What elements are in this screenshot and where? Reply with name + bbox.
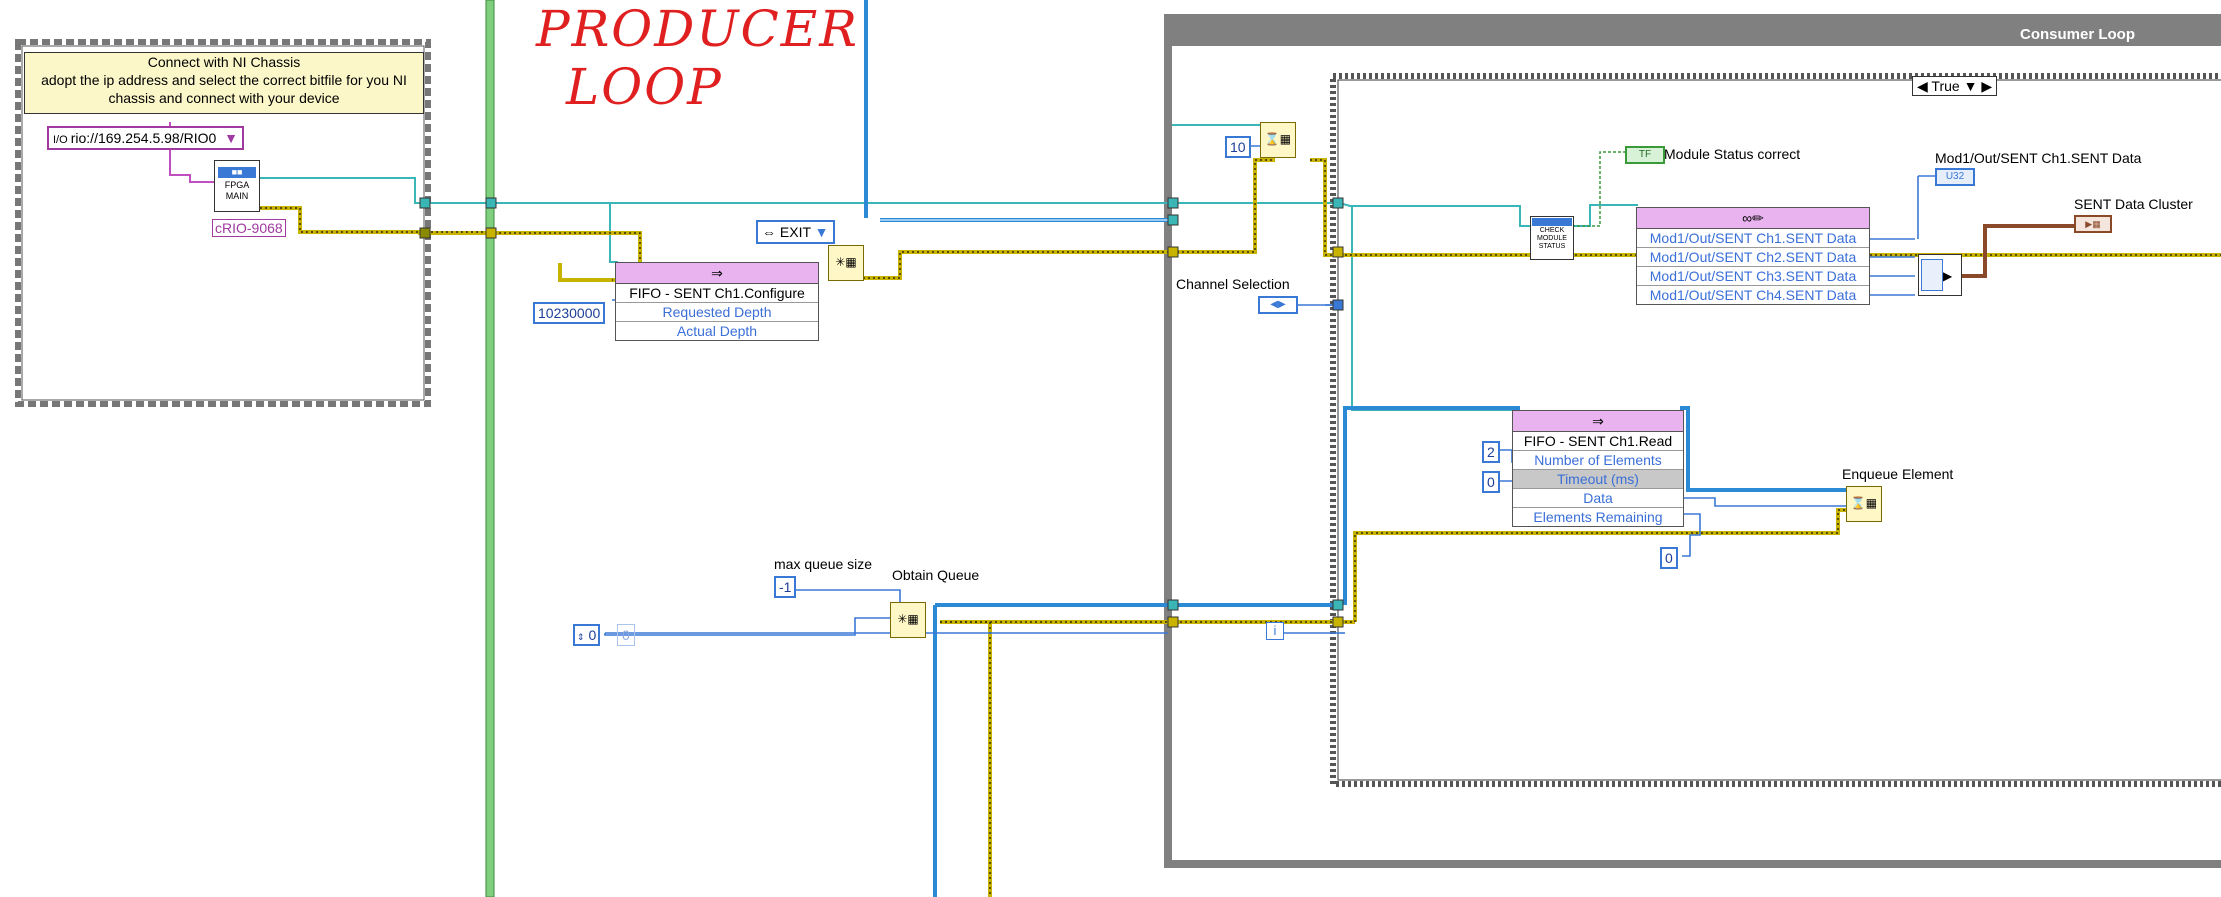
consumer-loop-title: Consumer Loop	[2020, 26, 2135, 43]
chevron-down-icon[interactable]: ▼	[814, 224, 829, 240]
module-status-indicator[interactable]: TF	[1625, 146, 1665, 164]
sent-data-property-node[interactable]: ∞✏ Mod1/Out/SENT Ch1.SENT Data Mod1/Out/…	[1636, 207, 1870, 305]
obtain-queue-label: Obtain Queue	[892, 567, 980, 583]
comment-line: Connect with NI Chassis	[147, 54, 301, 70]
timeout-constant[interactable]: 0	[1482, 471, 1500, 493]
check-module-status-subvi[interactable]: CHECK MODULE STATUS	[1530, 216, 1574, 260]
fifo-read-elements-remaining[interactable]: Elements Remaining	[1533, 509, 1663, 525]
bundle-arrow-icon: ▶	[1943, 269, 1953, 283]
fifo-read-title: FIFO - SENT Ch1.Read	[1513, 432, 1683, 451]
fpga-reference-icon[interactable]: ■■ FPGA MAIN	[214, 160, 260, 212]
fifo-read-header: ⇒	[1513, 411, 1683, 432]
increment-icon: ⇕	[577, 632, 585, 642]
property-node-header: ∞✏	[1637, 208, 1869, 229]
enum-icon: ⇔	[762, 224, 776, 240]
glasses-icon: ∞✏	[1742, 210, 1764, 226]
enqueue-timeout-constant[interactable]: 0	[1660, 547, 1678, 569]
channel-selection-control[interactable]: ◀▶	[1258, 296, 1298, 314]
obtain-queue-node[interactable]: ✳▦	[890, 602, 926, 638]
element-constant-1[interactable]: ⇕ 0	[573, 624, 601, 646]
fifo-configure-header: ⇒	[616, 263, 818, 284]
chevron-down-icon[interactable]: ▼	[224, 130, 239, 146]
io-icon: I/O	[53, 134, 71, 146]
queue-icon: ✳▦	[897, 612, 919, 626]
dequeue-element-node[interactable]: ⌛▦	[1260, 122, 1296, 158]
subvi-banner	[1532, 218, 1572, 226]
fifo-configure-node[interactable]: ⇒ FIFO - SENT Ch1.Configure Requested De…	[615, 262, 819, 341]
exit-enum-constant[interactable]: ⇔ EXIT ▼	[756, 220, 835, 244]
sent-ch4-output[interactable]: Mod1/Out/SENT Ch4.SENT Data	[1649, 287, 1857, 303]
enqueue-element-node[interactable]: ⌛▦	[1846, 486, 1882, 522]
queue-icon: ✳▦	[835, 255, 857, 269]
element-constant-2[interactable]: 0	[617, 624, 635, 646]
consumer-loop-frame	[1164, 14, 2221, 868]
sent-ch2-output[interactable]: Mod1/Out/SENT Ch2.SENT Data	[1637, 248, 1869, 267]
case-structure-frame	[1330, 73, 2221, 787]
sent-data-cluster-indicator[interactable]: ▶▦	[2074, 215, 2112, 233]
arrow-right-icon: ⇒	[1592, 413, 1604, 429]
fifo-read-timeout[interactable]: Timeout (ms)	[1513, 470, 1683, 489]
fpga-target-label: cRIO-9068	[212, 219, 286, 237]
chevron-down-icon[interactable]: ▼	[1963, 78, 1978, 94]
chevron-left-icon[interactable]: ◀	[1917, 78, 1928, 94]
producer-annotation-line2: LOOP	[566, 58, 723, 116]
comment-line: chassis and connect with your device	[108, 90, 340, 106]
channel-selection-label: Channel Selection	[1176, 276, 1290, 292]
bundle-node[interactable]: ▶	[1918, 254, 1962, 296]
ch1-data-indicator-label: Mod1/Out/SENT Ch1.SENT Data	[1935, 150, 2142, 166]
chevron-right-icon[interactable]: ▶	[1981, 78, 1993, 94]
sent-ch1-output[interactable]: Mod1/Out/SENT Ch1.SENT Data	[1637, 229, 1869, 248]
rio-resource-control[interactable]: I/O rio://169.254.5.98/RIO0 ▼	[47, 126, 245, 150]
fifo-configure-requested-depth[interactable]: Requested Depth	[616, 303, 818, 322]
fifo-read-data[interactable]: Data	[1513, 489, 1683, 508]
fifo-read-node[interactable]: ⇒ FIFO - SENT Ch1.Read Number of Element…	[1512, 410, 1684, 527]
depth-constant[interactable]: 10230000	[533, 302, 606, 324]
arrow-right-icon: ⇒	[711, 265, 723, 281]
u32-indicator[interactable]: U32	[1935, 168, 1975, 186]
case-selector[interactable]: ◀ True ▼ ▶	[1912, 76, 1998, 96]
num-elements-constant[interactable]: 2	[1482, 441, 1500, 463]
max-queue-size-constant[interactable]: -1	[774, 576, 797, 598]
enqueue-element-label: Enqueue Element	[1842, 466, 1954, 482]
enqueue-exit-node[interactable]: ✳▦	[828, 245, 864, 281]
sent-ch3-output[interactable]: Mod1/Out/SENT Ch3.SENT Data	[1637, 267, 1869, 286]
fifo-configure-actual-depth[interactable]: Actual Depth	[676, 323, 758, 339]
producer-loop-edge	[485, 0, 495, 897]
comment-line: adopt the ip address and select the corr…	[41, 72, 407, 88]
flat-sequence-frame	[15, 39, 431, 407]
sent-data-cluster-label: SENT Data Cluster	[2074, 196, 2193, 212]
queue-icon: ⌛▦	[1850, 496, 1878, 510]
module-status-label: Module Status correct	[1664, 146, 1801, 162]
dequeue-timeout-constant[interactable]: 10	[1225, 136, 1251, 158]
cluster-icon: ▶▦	[2085, 219, 2101, 229]
bundle-inputs	[1921, 259, 1943, 291]
fifo-read-number-of-elements[interactable]: Number of Elements	[1513, 451, 1683, 470]
queue-icon: ⌛▦	[1264, 132, 1292, 146]
fifo-configure-title: FIFO - SENT Ch1.Configure	[616, 284, 818, 303]
connect-comment: Connect with NI Chassis adopt the ip add…	[24, 52, 424, 114]
iteration-terminal: i	[1266, 622, 1284, 640]
producer-annotation-line1: PRODUCER	[536, 0, 859, 58]
enum-icon: ◀▶	[1270, 299, 1286, 310]
max-queue-size-label: max queue size	[774, 556, 873, 572]
